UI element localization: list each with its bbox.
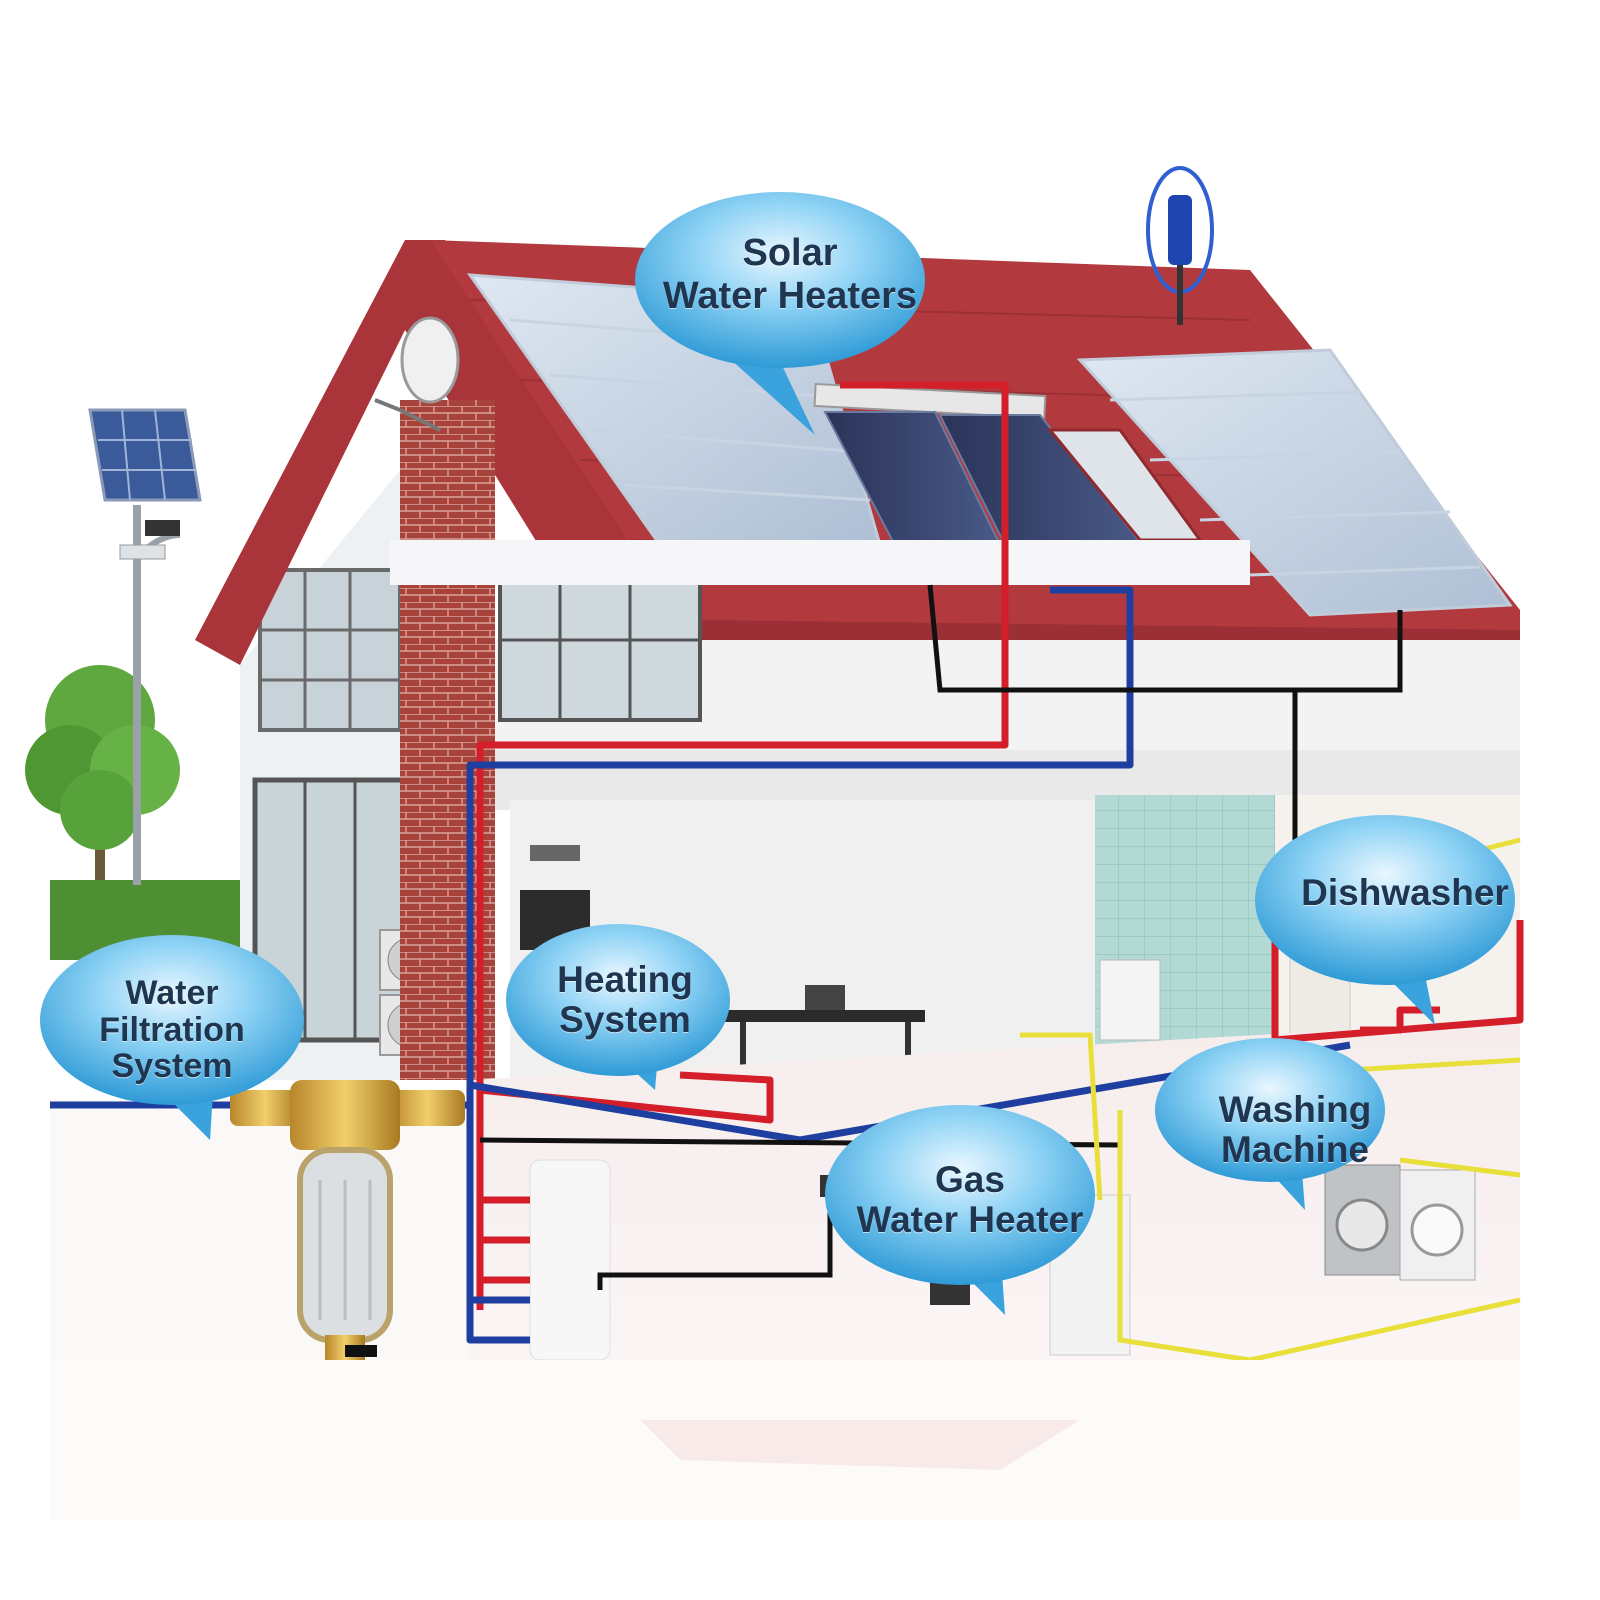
label-line: Water Heaters [662,274,918,317]
roof-strip [390,540,1250,585]
water-filter [230,1080,465,1380]
label-line: Washing [1218,1089,1372,1130]
label-line: Water Heater [856,1198,1084,1240]
bubble-water-filtration [40,935,304,1140]
label-water-filtration-system: Water Filtration System [52,975,292,1085]
wind-turbine [1146,166,1214,325]
upper-window [498,578,702,722]
bubble-gas-water-heater [825,1105,1095,1315]
label-dishwasher: Dishwasher [1275,872,1535,913]
label-solar-water-heaters: Solar Water Heaters [650,232,930,317]
label-line: Water [125,974,219,1012]
label-line: Filtration [99,1010,245,1049]
solar-panels-right [1076,348,1513,617]
bubble-heating-system [506,924,730,1090]
label-line: System [559,998,691,1040]
tree [25,665,180,900]
label-line: Gas [935,1159,1005,1200]
label-line: Heating [557,959,693,1000]
label-gas-water-heater: Gas Water Heater [840,1160,1100,1240]
label-washing-machine: Washing Machine [1180,1090,1410,1170]
gas-pipes [1020,837,1521,1363]
satellite-dish [374,316,460,432]
bubble-solar-water-heaters [635,192,925,435]
drain-lines [479,584,1403,1290]
label-line: Dishwasher [1301,872,1509,913]
bubble-dishwasher [1255,815,1515,1025]
hot-water-pipes [476,381,1524,1310]
washing-machines [1324,1164,1476,1281]
solar-water-heater-tubes [813,382,1203,556]
bubble-washing-machine [1155,1038,1385,1210]
label-line: Solar [742,232,838,274]
solar-street-lamp [88,408,202,885]
label-heating-system: Heating System [520,960,730,1040]
label-line: System [111,1047,233,1086]
label-line: Machine [1220,1128,1370,1170]
